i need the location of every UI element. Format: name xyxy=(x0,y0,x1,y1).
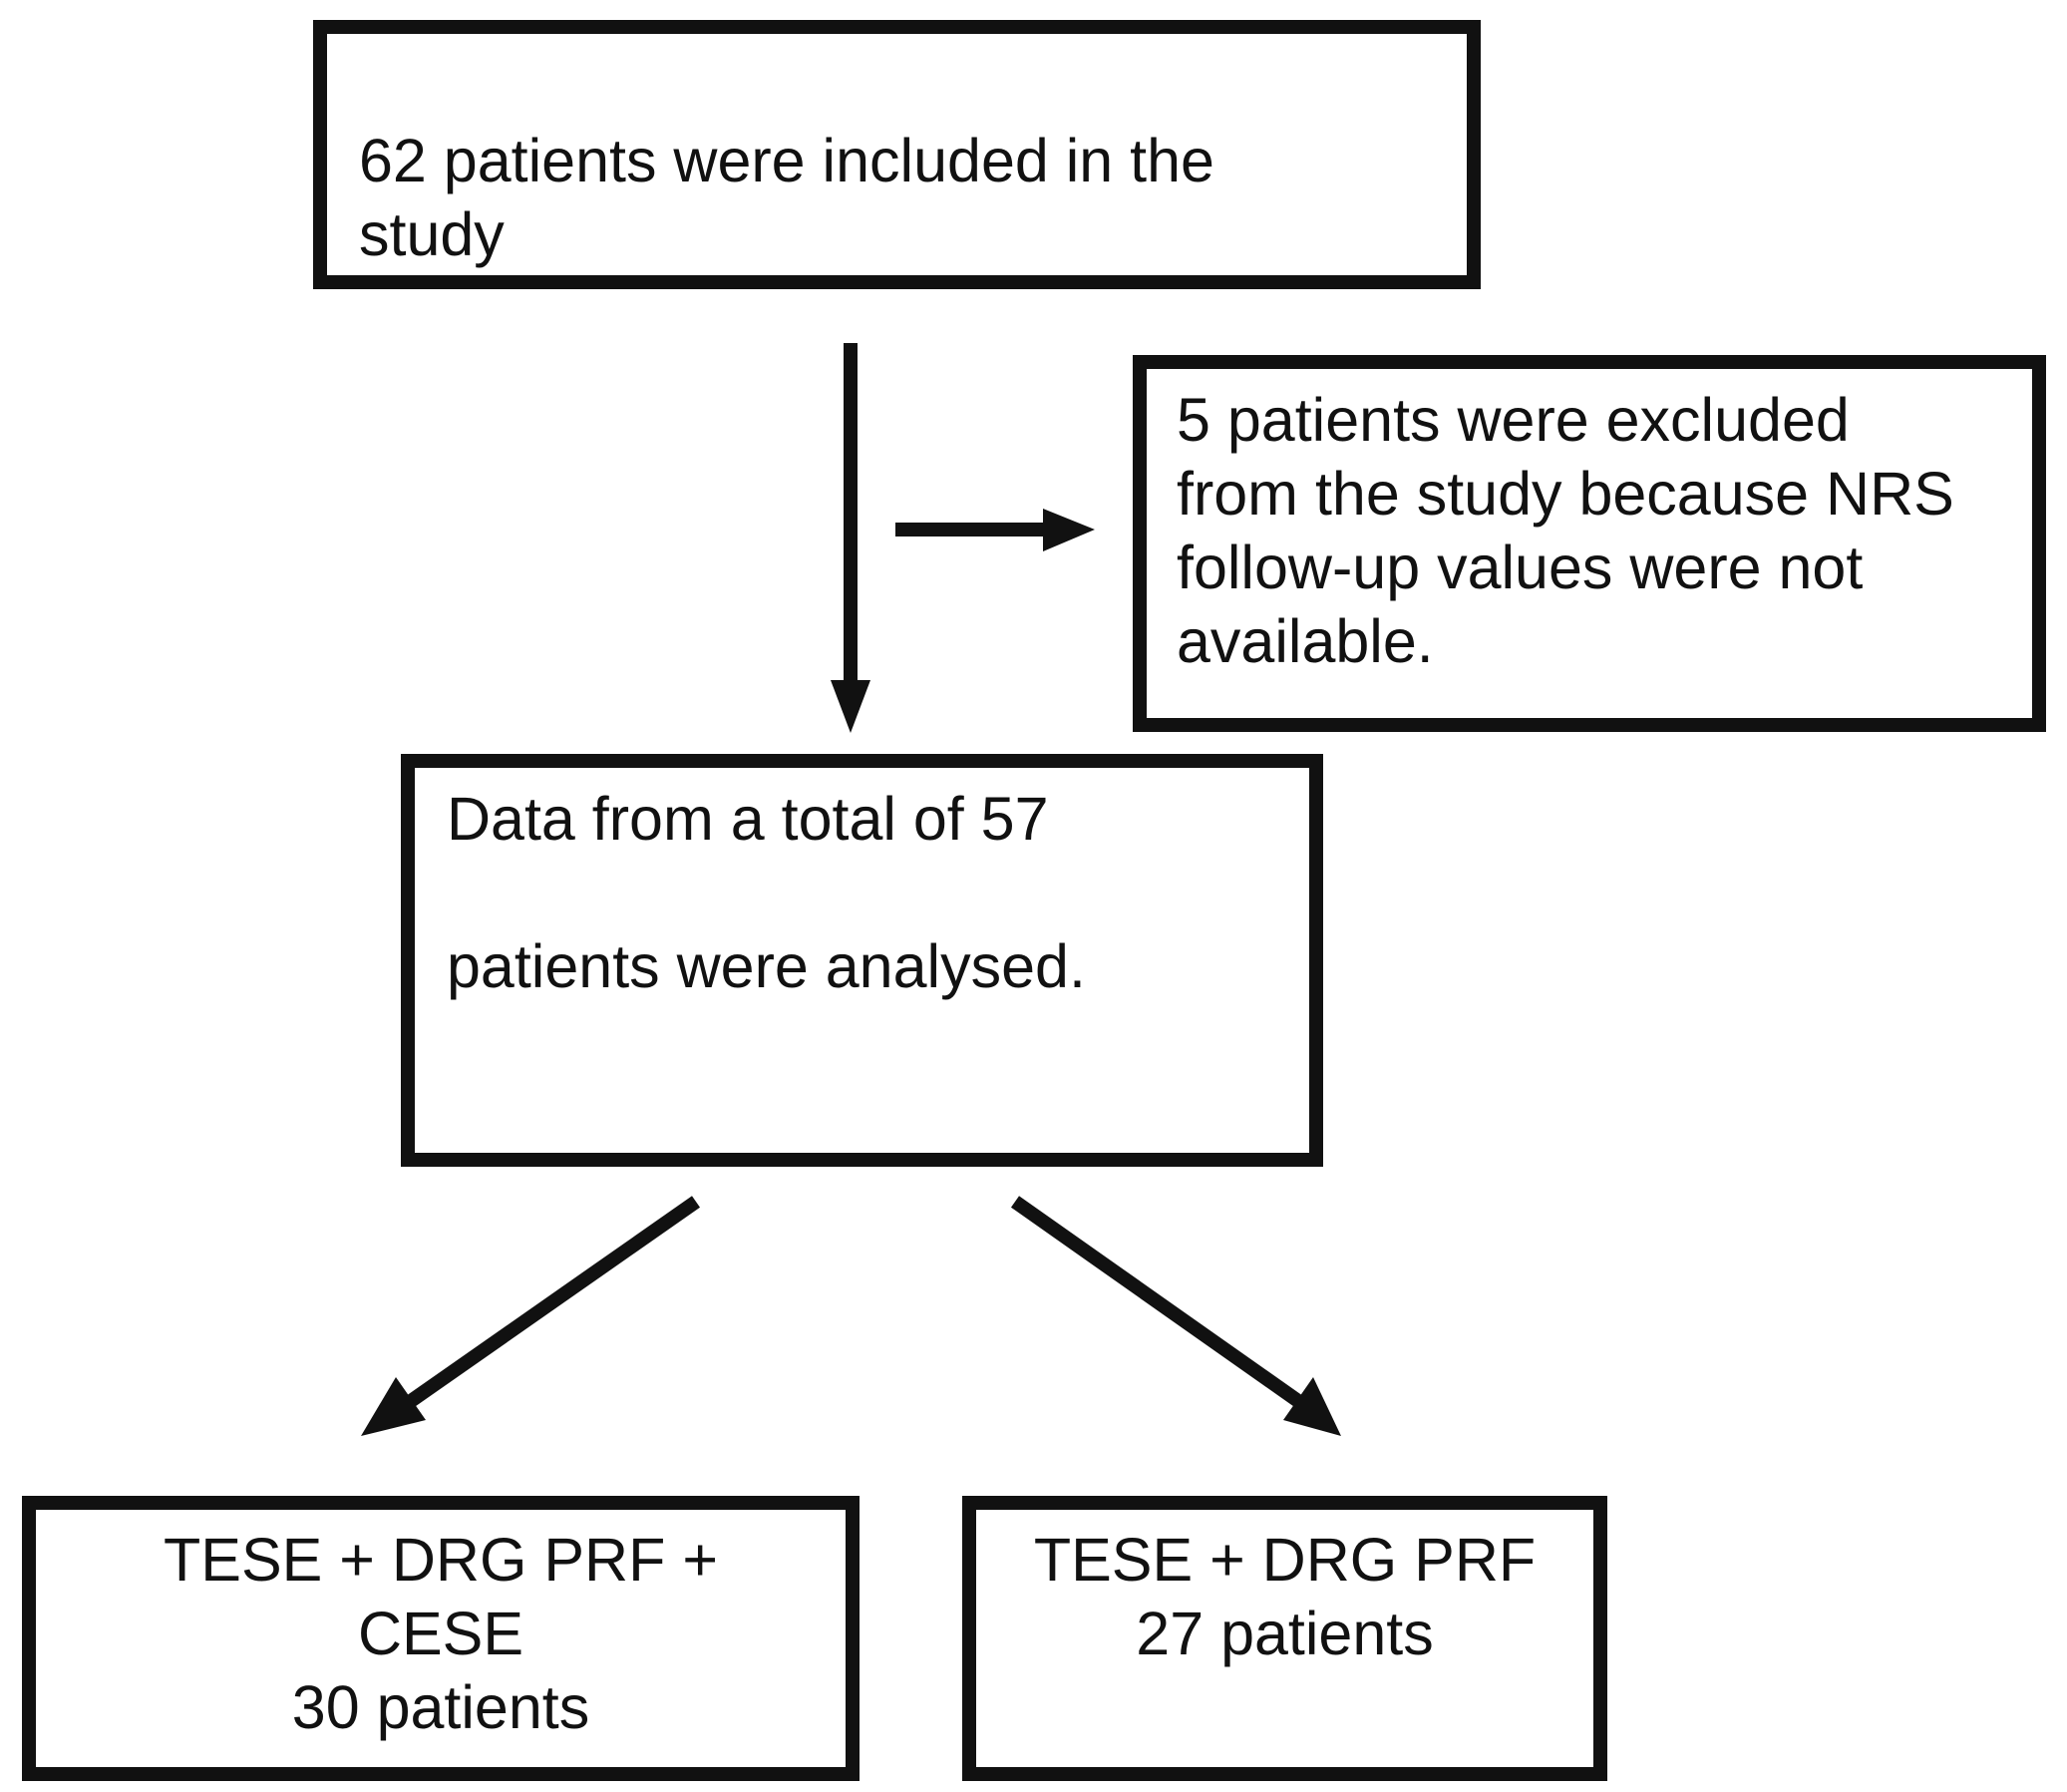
box-group-a-line-1: TESE + DRG PRF + xyxy=(164,1526,718,1594)
box-group-a-line-2: CESE xyxy=(357,1600,524,1667)
box-included xyxy=(313,20,1481,289)
box-excluded-line-4: available. xyxy=(1177,607,1434,675)
box-analysed-line-1: Data from a total of 57 xyxy=(447,785,1049,853)
box-included-line-2: study xyxy=(359,200,505,268)
box-included-line-1: 62 patients were included in the xyxy=(359,127,1214,194)
box-group-a-line-3: 30 patients xyxy=(291,1673,590,1741)
box-excluded-line-3: follow-up values were not xyxy=(1177,534,1864,601)
box-excluded xyxy=(1133,355,2046,732)
box-excluded-line-2: from the study because NRS xyxy=(1177,460,1954,528)
arrow-to-group-b-head xyxy=(1283,1377,1341,1436)
box-group-b-line-1: TESE + DRG PRF xyxy=(1033,1526,1537,1594)
arrow-to-excluded-head xyxy=(1043,509,1095,551)
arrow-to-group-b-shaft xyxy=(1010,1196,1303,1407)
box-group-a xyxy=(22,1496,860,1781)
arrow-to-group-a-head xyxy=(361,1377,426,1436)
arrow-to-group-a-shaft xyxy=(406,1196,701,1407)
box-group-b-line-2: 27 patients xyxy=(1136,1600,1434,1667)
box-analysed xyxy=(401,754,1323,1167)
box-analysed-line-2: patients were analysed. xyxy=(447,932,1086,1000)
arrow-included-to-analysed-head xyxy=(831,680,870,733)
box-excluded-line-1: 5 patients were excluded xyxy=(1177,386,1850,454)
box-group-b xyxy=(962,1496,1607,1781)
